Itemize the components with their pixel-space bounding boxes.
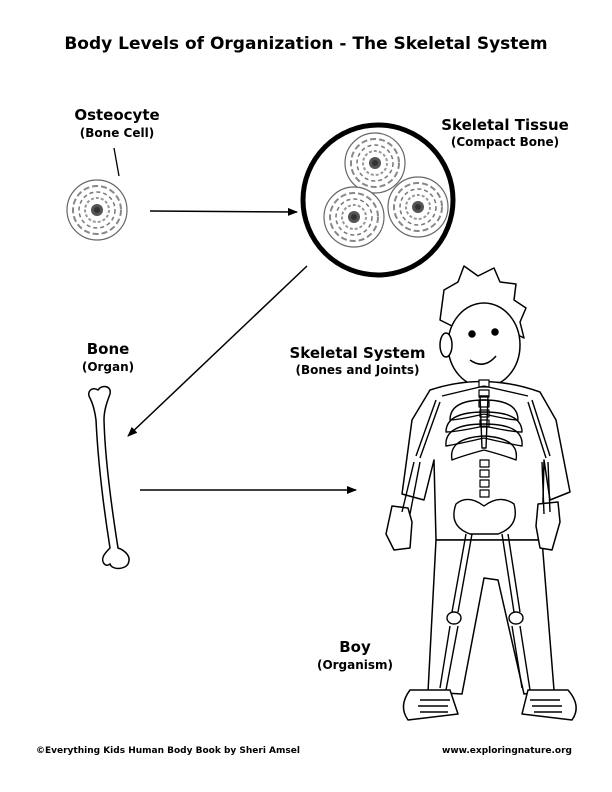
label-osteocyte: Osteocyte [57,106,177,124]
bone-cell-icon [67,148,127,240]
sublabel-skeletal-tissue: (Compact Bone) [430,135,580,149]
femur-bone-icon [89,387,129,569]
label-skeletal-tissue: Skeletal Tissue [430,116,580,134]
label-bone: Bone [68,340,148,358]
sublabel-boy: (Organism) [305,658,405,672]
sublabel-skeletal-system: (Bones and Joints) [280,363,435,377]
label-boy: Boy [305,638,405,656]
label-skeletal-system: Skeletal System [280,344,435,362]
footer-website: www.exploringnature.org [442,746,572,756]
sublabel-bone: (Organ) [68,360,148,374]
footer-credit: ©Everything Kids Human Body Book by Sher… [36,746,300,756]
sublabel-osteocyte: (Bone Cell) [57,126,177,140]
arrow-cell-to-tissue [150,211,297,212]
boy-organism-icon [386,266,576,720]
